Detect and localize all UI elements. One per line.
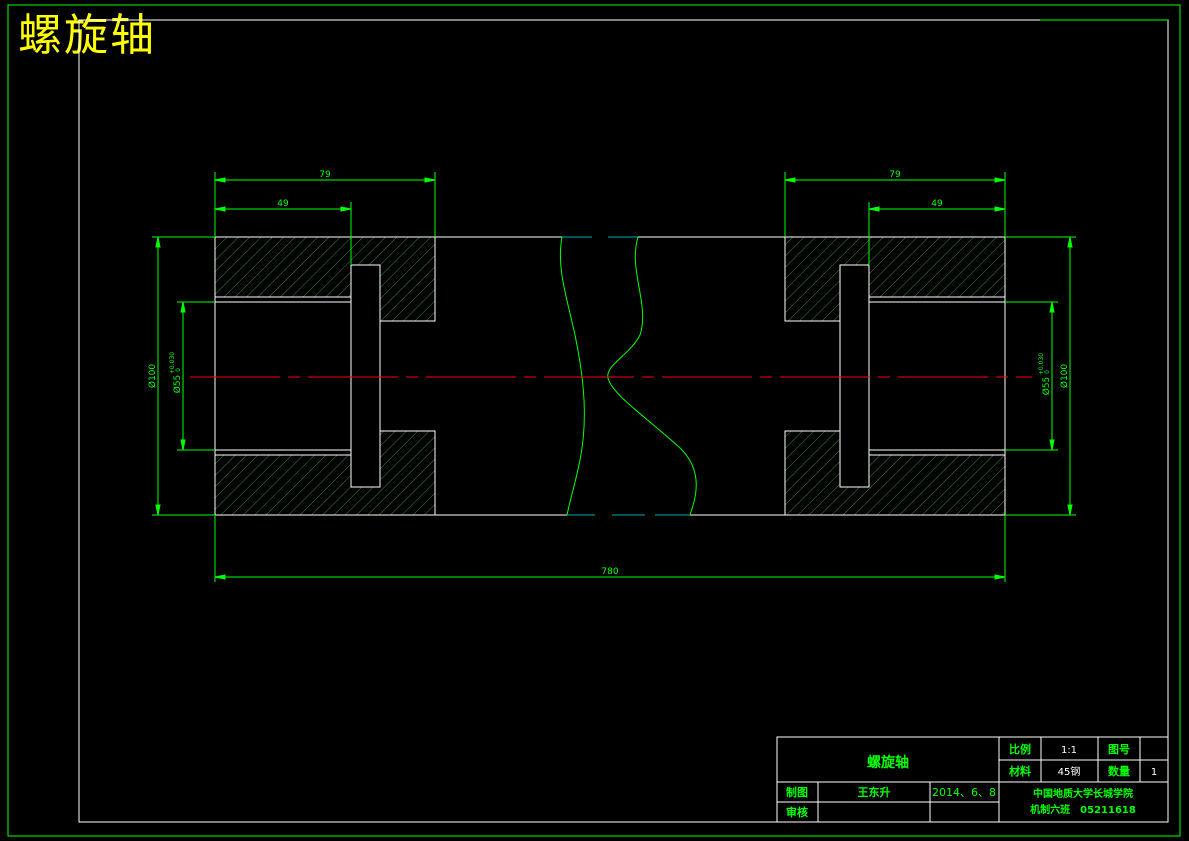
break-line-right [607, 236, 697, 516]
tb-drawn-label: 制图 [786, 785, 808, 799]
tb-class-id: 机制六班 05211618 [1030, 803, 1136, 816]
tb-part-name: 螺旋轴 [867, 754, 909, 771]
dim-right-79: 79 [889, 170, 901, 180]
dim-left-d55-tol-lower: 0 [175, 368, 182, 372]
right-hub [784, 236, 1006, 516]
tb-school: 中国地质大学长城学院 [1033, 787, 1133, 800]
tb-drawing-no-label: 图号 [1108, 743, 1130, 756]
dim-right-d55-tol: +0.030 [1038, 353, 1045, 375]
outer-frame [7, 4, 1181, 837]
tb-date: 2014、6、8 [932, 786, 996, 799]
dim-right-d55: Ø55 [1041, 377, 1052, 396]
tb-material-label: 材料 [1009, 764, 1031, 778]
dim-left-d55-tol: +0.030 [169, 352, 176, 374]
tb-check-label: 审核 [786, 805, 808, 819]
dim-total-780: 780 [601, 567, 618, 577]
inner-frame [78, 19, 1169, 823]
dim-right-d100: Ø100 [1059, 364, 1070, 389]
dim-left-49: 49 [277, 199, 289, 209]
dim-right-49: 49 [931, 199, 943, 209]
left-hub-upper-section [214, 236, 436, 322]
right-hub-upper-section [784, 236, 1006, 322]
left-hub-lower-section [214, 430, 436, 516]
left-hub [214, 236, 436, 516]
shaft-tube [435, 236, 785, 516]
right-hub-lower-section [784, 430, 1006, 516]
tb-quantity-value: 1 [1151, 767, 1157, 778]
tb-scale-label: 比例 [1009, 742, 1031, 756]
tb-drawn-by: 王东升 [858, 785, 891, 799]
dim-left-79: 79 [319, 170, 331, 180]
tb-material-value: 45钢 [1058, 765, 1081, 778]
tb-quantity-label: 数量 [1108, 764, 1130, 778]
dim-left-d55: Ø55 [172, 375, 183, 394]
drawing-title: 螺旋轴 [18, 10, 156, 61]
dim-left-d100: Ø100 [147, 364, 158, 389]
title-block [776, 736, 1169, 823]
dimensions [152, 172, 1076, 582]
break-line-left [559, 236, 585, 516]
dim-right-d55-tol-lower: 0 [1044, 370, 1051, 374]
tb-scale-value: 1:1 [1061, 745, 1077, 756]
